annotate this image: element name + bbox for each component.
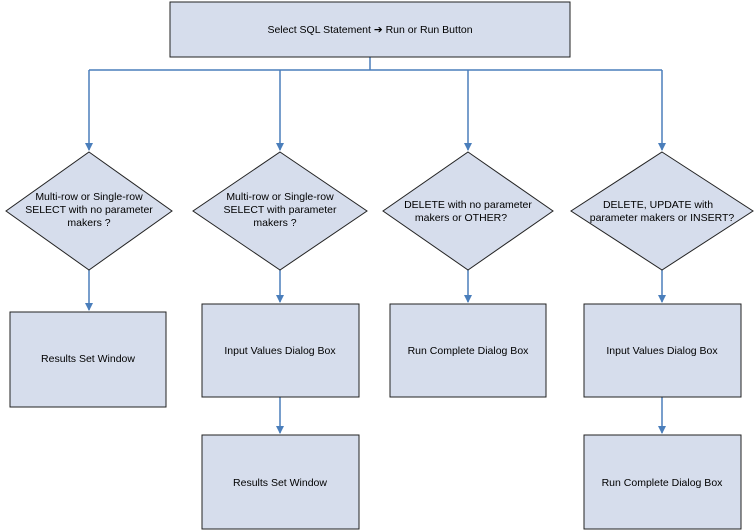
decision-3-line-2: makers or OTHER? xyxy=(415,212,507,224)
branch-2: Multi-row or Single-row SELECT with para… xyxy=(192,151,368,530)
branch-4: DELETE, UPDATE with parameter makers or … xyxy=(570,151,754,530)
branch-1-step-1-box xyxy=(9,311,167,408)
branch-3: DELETE with no parameter makers or OTHER… xyxy=(382,151,554,398)
start-label: Select SQL Statement ➔ Run or Run Button xyxy=(267,24,472,36)
decision-2-diamond xyxy=(192,151,368,271)
decision-1-line-3: makers ? xyxy=(67,217,110,229)
decision-4-diamond xyxy=(570,151,754,271)
branch-4-step-2-label: Run Complete Dialog Box xyxy=(602,477,724,489)
branch-2-step-2-box xyxy=(201,434,360,530)
branch-2-step-1-label: Input Values Dialog Box xyxy=(224,345,336,357)
decision-3-diamond xyxy=(382,151,554,271)
decision-2-line-1: Multi-row or Single-row xyxy=(226,191,334,203)
start-box xyxy=(169,1,571,58)
branch-4-step-2-box xyxy=(583,434,742,530)
decision-3-line-1: DELETE with no parameter xyxy=(404,199,532,211)
connectors xyxy=(85,57,666,434)
branch-2-step-2-label: Results Set Window xyxy=(233,477,327,489)
decision-4-line-2: parameter makers or INSERT? xyxy=(590,212,735,224)
decision-1-line-2: SELECT with no parameter xyxy=(25,204,153,216)
branch-3-step-1-label: Run Complete Dialog Box xyxy=(408,345,530,357)
branch-4-step-1-box xyxy=(583,303,742,398)
branch-1: Multi-row or Single-row SELECT with no p… xyxy=(5,151,173,408)
decision-1-line-1: Multi-row or Single-row xyxy=(35,191,143,203)
decision-4-line-1: DELETE, UPDATE with xyxy=(603,199,713,211)
branch-1-step-1-label: Results Set Window xyxy=(41,353,135,365)
branch-2-step-1-box xyxy=(201,303,360,398)
decision-1-diamond xyxy=(5,151,173,271)
decision-2-line-2: SELECT with parameter xyxy=(223,204,337,216)
branch-4-step-1-label: Input Values Dialog Box xyxy=(606,345,718,357)
decision-2-line-3: makers ? xyxy=(253,217,296,229)
start-node: Select SQL Statement ➔ Run or Run Button xyxy=(169,1,571,58)
branch-3-step-1-box xyxy=(389,303,547,398)
